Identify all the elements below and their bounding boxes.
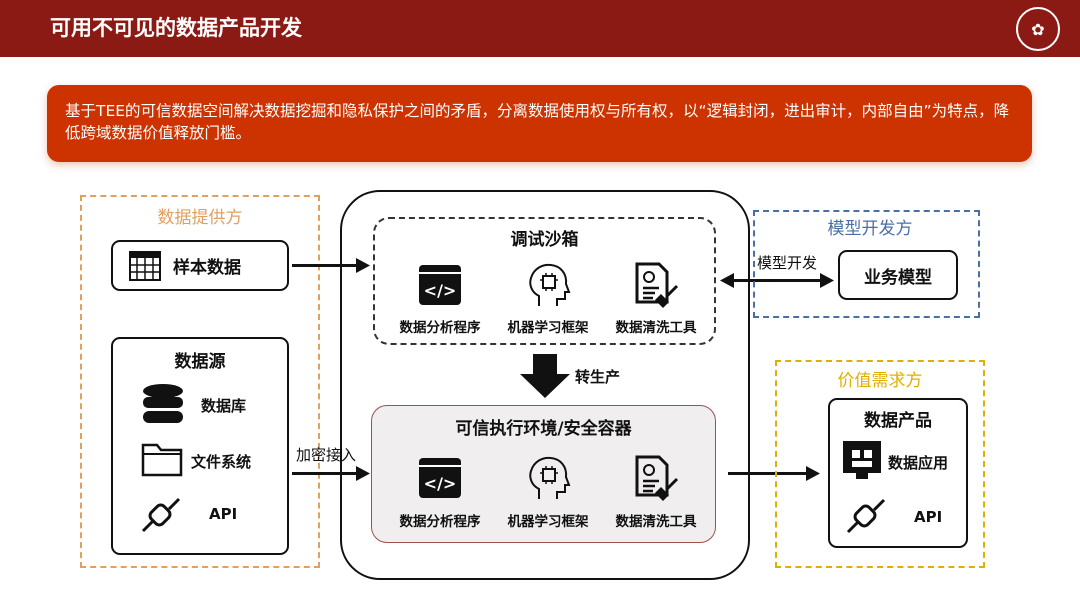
provider-group xyxy=(80,195,320,568)
ai-head-icon xyxy=(525,262,571,312)
plug-icon xyxy=(141,497,181,533)
sample-data-label: 样本数据 xyxy=(173,258,241,278)
model-group xyxy=(753,210,980,318)
encrypt-label: 加密接入 xyxy=(296,446,357,464)
arrowhead-icon xyxy=(356,466,370,481)
plug-icon xyxy=(846,498,886,534)
code-window-icon: </> xyxy=(417,262,463,312)
arrowhead-icon xyxy=(356,258,370,273)
api-label: API xyxy=(209,505,238,523)
data-source-box: 数据源 数据库 文件系统 API xyxy=(111,337,289,555)
data-cleaning-icon xyxy=(633,455,679,505)
ai-head-icon xyxy=(525,455,571,505)
model-arrow xyxy=(732,279,822,282)
sample-arrow xyxy=(292,264,360,267)
tee-tool-label: 数据清洗工具 xyxy=(615,514,697,530)
arrowhead-icon xyxy=(720,273,734,288)
tee-tool-label: 机器学习框架 xyxy=(507,514,589,530)
data-product-box: 数据产品 数据应用 API xyxy=(828,398,968,548)
svg-text:</>: </> xyxy=(424,281,457,300)
arrowhead-icon xyxy=(806,466,820,481)
value-group xyxy=(775,360,985,568)
down-arrow-icon xyxy=(520,354,570,398)
tee-tool-label: 数据分析程序 xyxy=(399,514,481,530)
app-icon xyxy=(843,441,881,479)
provider-title: 数据提供方 xyxy=(157,208,243,228)
data-app-label: 数据应用 xyxy=(888,454,949,472)
database-icon xyxy=(143,384,183,423)
product-api-label: API xyxy=(914,508,943,526)
business-model-box: 业务模型 xyxy=(838,250,958,300)
tee-title: 可信执行环境/安全容器 xyxy=(455,419,632,439)
summary-banner: 基于TEE的可信数据空间解决数据挖掘和隐私保护之间的矛盾，分离数据使用权与所有权… xyxy=(47,85,1032,162)
data-product-title: 数据产品 xyxy=(864,411,932,431)
database-label: 数据库 xyxy=(201,397,247,415)
header-bar xyxy=(0,0,1080,57)
transfer-label: 转生产 xyxy=(575,368,621,386)
svg-text:</>: </> xyxy=(424,474,457,493)
model-arrow-label: 模型开发 xyxy=(757,252,818,273)
folder-icon xyxy=(141,443,183,477)
sandbox-box xyxy=(373,217,716,345)
data-cleaning-icon xyxy=(633,262,679,312)
value-title: 价值需求方 xyxy=(837,371,923,391)
sandbox-tool-label: 机器学习框架 xyxy=(507,320,589,336)
trusted-space-container xyxy=(340,190,750,580)
university-logo: ✿ xyxy=(1016,7,1060,51)
output-arrow xyxy=(728,472,810,475)
data-source-title: 数据源 xyxy=(174,352,226,372)
page-title: 可用不可见的数据产品开发 xyxy=(50,16,302,40)
sample-data-box: 样本数据 xyxy=(111,240,289,291)
table-icon xyxy=(129,250,161,281)
sandbox-title: 调试沙箱 xyxy=(510,230,579,250)
sandbox-tool-label: 数据分析程序 xyxy=(399,320,481,336)
code-window-icon: </> xyxy=(417,455,463,505)
filesystem-label: 文件系统 xyxy=(191,453,252,471)
arrowhead-icon xyxy=(820,273,834,288)
model-title: 模型开发方 xyxy=(827,219,913,239)
encrypt-arrow xyxy=(292,472,360,475)
sandbox-tool-label: 数据清洗工具 xyxy=(615,320,697,336)
